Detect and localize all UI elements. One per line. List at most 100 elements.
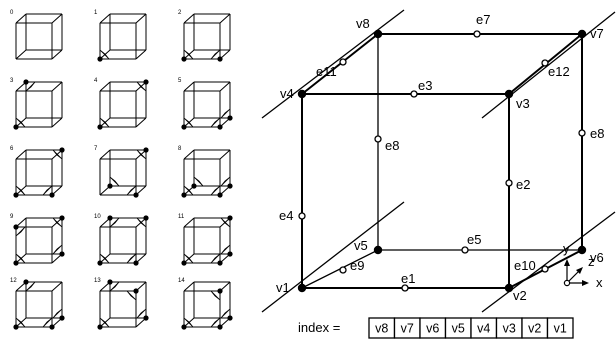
case-number-5: 5: [178, 78, 182, 84]
case-vertex-marker: [107, 183, 113, 189]
case-vertex-marker: [13, 260, 19, 266]
case-triangle: [15, 317, 26, 328]
label-v5: v5: [354, 238, 368, 253]
case-vertex-marker: [59, 251, 65, 257]
label-e5: e5: [467, 232, 481, 247]
vertex-v2: [504, 283, 514, 293]
axes-indicator: [563, 259, 589, 287]
case-triangle: [220, 217, 231, 228]
case-thumbnail-6: 6: [10, 146, 65, 198]
case-triangle: [220, 176, 231, 187]
case-vertex-marker: [59, 315, 65, 321]
case-triangle: [15, 226, 26, 237]
edge-marker-e9: [339, 266, 347, 274]
case-vertex-marker: [143, 147, 149, 153]
case-vertex-marker: [227, 183, 233, 189]
axis-label-z: z: [588, 254, 595, 269]
case-triangle: [126, 185, 137, 196]
case-number-10: 10: [94, 214, 101, 220]
index-cell-v2: v2: [528, 322, 541, 336]
case-triangle: [210, 317, 221, 328]
case-number-12: 12: [10, 278, 17, 284]
case-thumbnail-3: 3: [10, 78, 63, 130]
case-triangle: [183, 253, 194, 264]
edge-marker-e5: [461, 246, 469, 254]
case-triangle: [52, 308, 63, 319]
case-number-8: 8: [178, 146, 182, 152]
case-thumbnail-0: 0: [10, 10, 63, 60]
case-triangle: [136, 149, 147, 160]
case-vertex-marker: [13, 124, 19, 130]
index-label: index =: [298, 320, 340, 335]
case-vertex-marker: [107, 279, 113, 285]
label-e2: e2: [516, 177, 530, 192]
case-triangle: [210, 185, 221, 196]
label-v7: v7: [590, 26, 604, 41]
edge-marker-e6: [578, 129, 586, 137]
case-vertex-marker: [217, 288, 223, 294]
case-vertex-marker: [217, 260, 223, 266]
case-triangle: [52, 217, 63, 228]
case-triangle: [220, 308, 231, 319]
label-v6: v6: [590, 250, 604, 265]
case-triangle: [210, 49, 221, 60]
case-number-0: 0: [10, 10, 14, 16]
case-vertex-marker: [13, 192, 19, 198]
case-thumbnail-9: 9: [10, 214, 65, 266]
case-thumbnail-13: 13: [94, 278, 149, 330]
label-v3: v3: [516, 96, 530, 111]
case-vertex-marker: [133, 260, 139, 266]
case-vertex-marker: [97, 124, 103, 130]
case-vertex-marker: [217, 324, 223, 330]
label-v2: v2: [513, 288, 527, 303]
case-number-1: 1: [94, 10, 98, 16]
labeled-cube-diagram: [261, 9, 616, 313]
case-number-6: 6: [10, 146, 14, 152]
index-cell-v7: v7: [401, 322, 414, 336]
case-triangle: [210, 117, 221, 128]
case-vertex-marker: [217, 56, 223, 62]
case-vertex-marker: [217, 124, 223, 130]
vertex-v8: [373, 29, 383, 39]
edge-marker-e12: [541, 59, 549, 67]
case-thumbnail-10: 10: [94, 214, 149, 266]
vertex-v7: [577, 29, 587, 39]
label-v1: v1: [276, 280, 290, 295]
case-triangle: [126, 253, 137, 264]
case-triangle: [15, 253, 26, 264]
diagonal-line-v4-v8: [261, 9, 405, 119]
case-number-3: 3: [10, 78, 14, 84]
case-vertex-marker: [97, 56, 103, 62]
index-cell-v4: v4: [477, 322, 490, 336]
diagonal-line-v1-v5: [261, 201, 405, 313]
case-number-4: 4: [94, 78, 98, 84]
case-vertex-marker: [227, 215, 233, 221]
case-vertex-marker: [133, 192, 139, 198]
label-e4: e4: [279, 208, 293, 223]
case-triangle: [42, 317, 53, 328]
case-triangle: [136, 81, 147, 92]
vertex-v1: [297, 283, 307, 293]
case-vertex-marker: [143, 315, 149, 321]
case-vertex-marker: [181, 324, 187, 330]
case-thumbnail-5: 5: [178, 78, 233, 130]
case-thumbnail-14: 14: [178, 278, 233, 330]
case-triangle: [183, 185, 194, 196]
index-cell-box: [546, 317, 574, 339]
case-triangle: [109, 176, 120, 187]
case-triangle: [15, 117, 26, 128]
case-vertex-marker: [13, 324, 19, 330]
case-vertex-marker: [59, 147, 65, 153]
vertex-v3: [504, 89, 514, 99]
case-number-2: 2: [178, 10, 182, 16]
edge-marker-e1: [401, 284, 409, 292]
case-triangle: [42, 185, 53, 196]
case-thumbnail-11: 11: [178, 214, 233, 266]
label-e8-back: e8: [385, 138, 399, 153]
index-cell-v8: v8: [375, 322, 388, 336]
case-triangle: [193, 176, 204, 187]
case-triangle: [25, 81, 36, 92]
edge-labels: e7 e11 e12 e3 e8 e8 e4 e2 e5 e10 e9 e1: [279, 12, 604, 286]
